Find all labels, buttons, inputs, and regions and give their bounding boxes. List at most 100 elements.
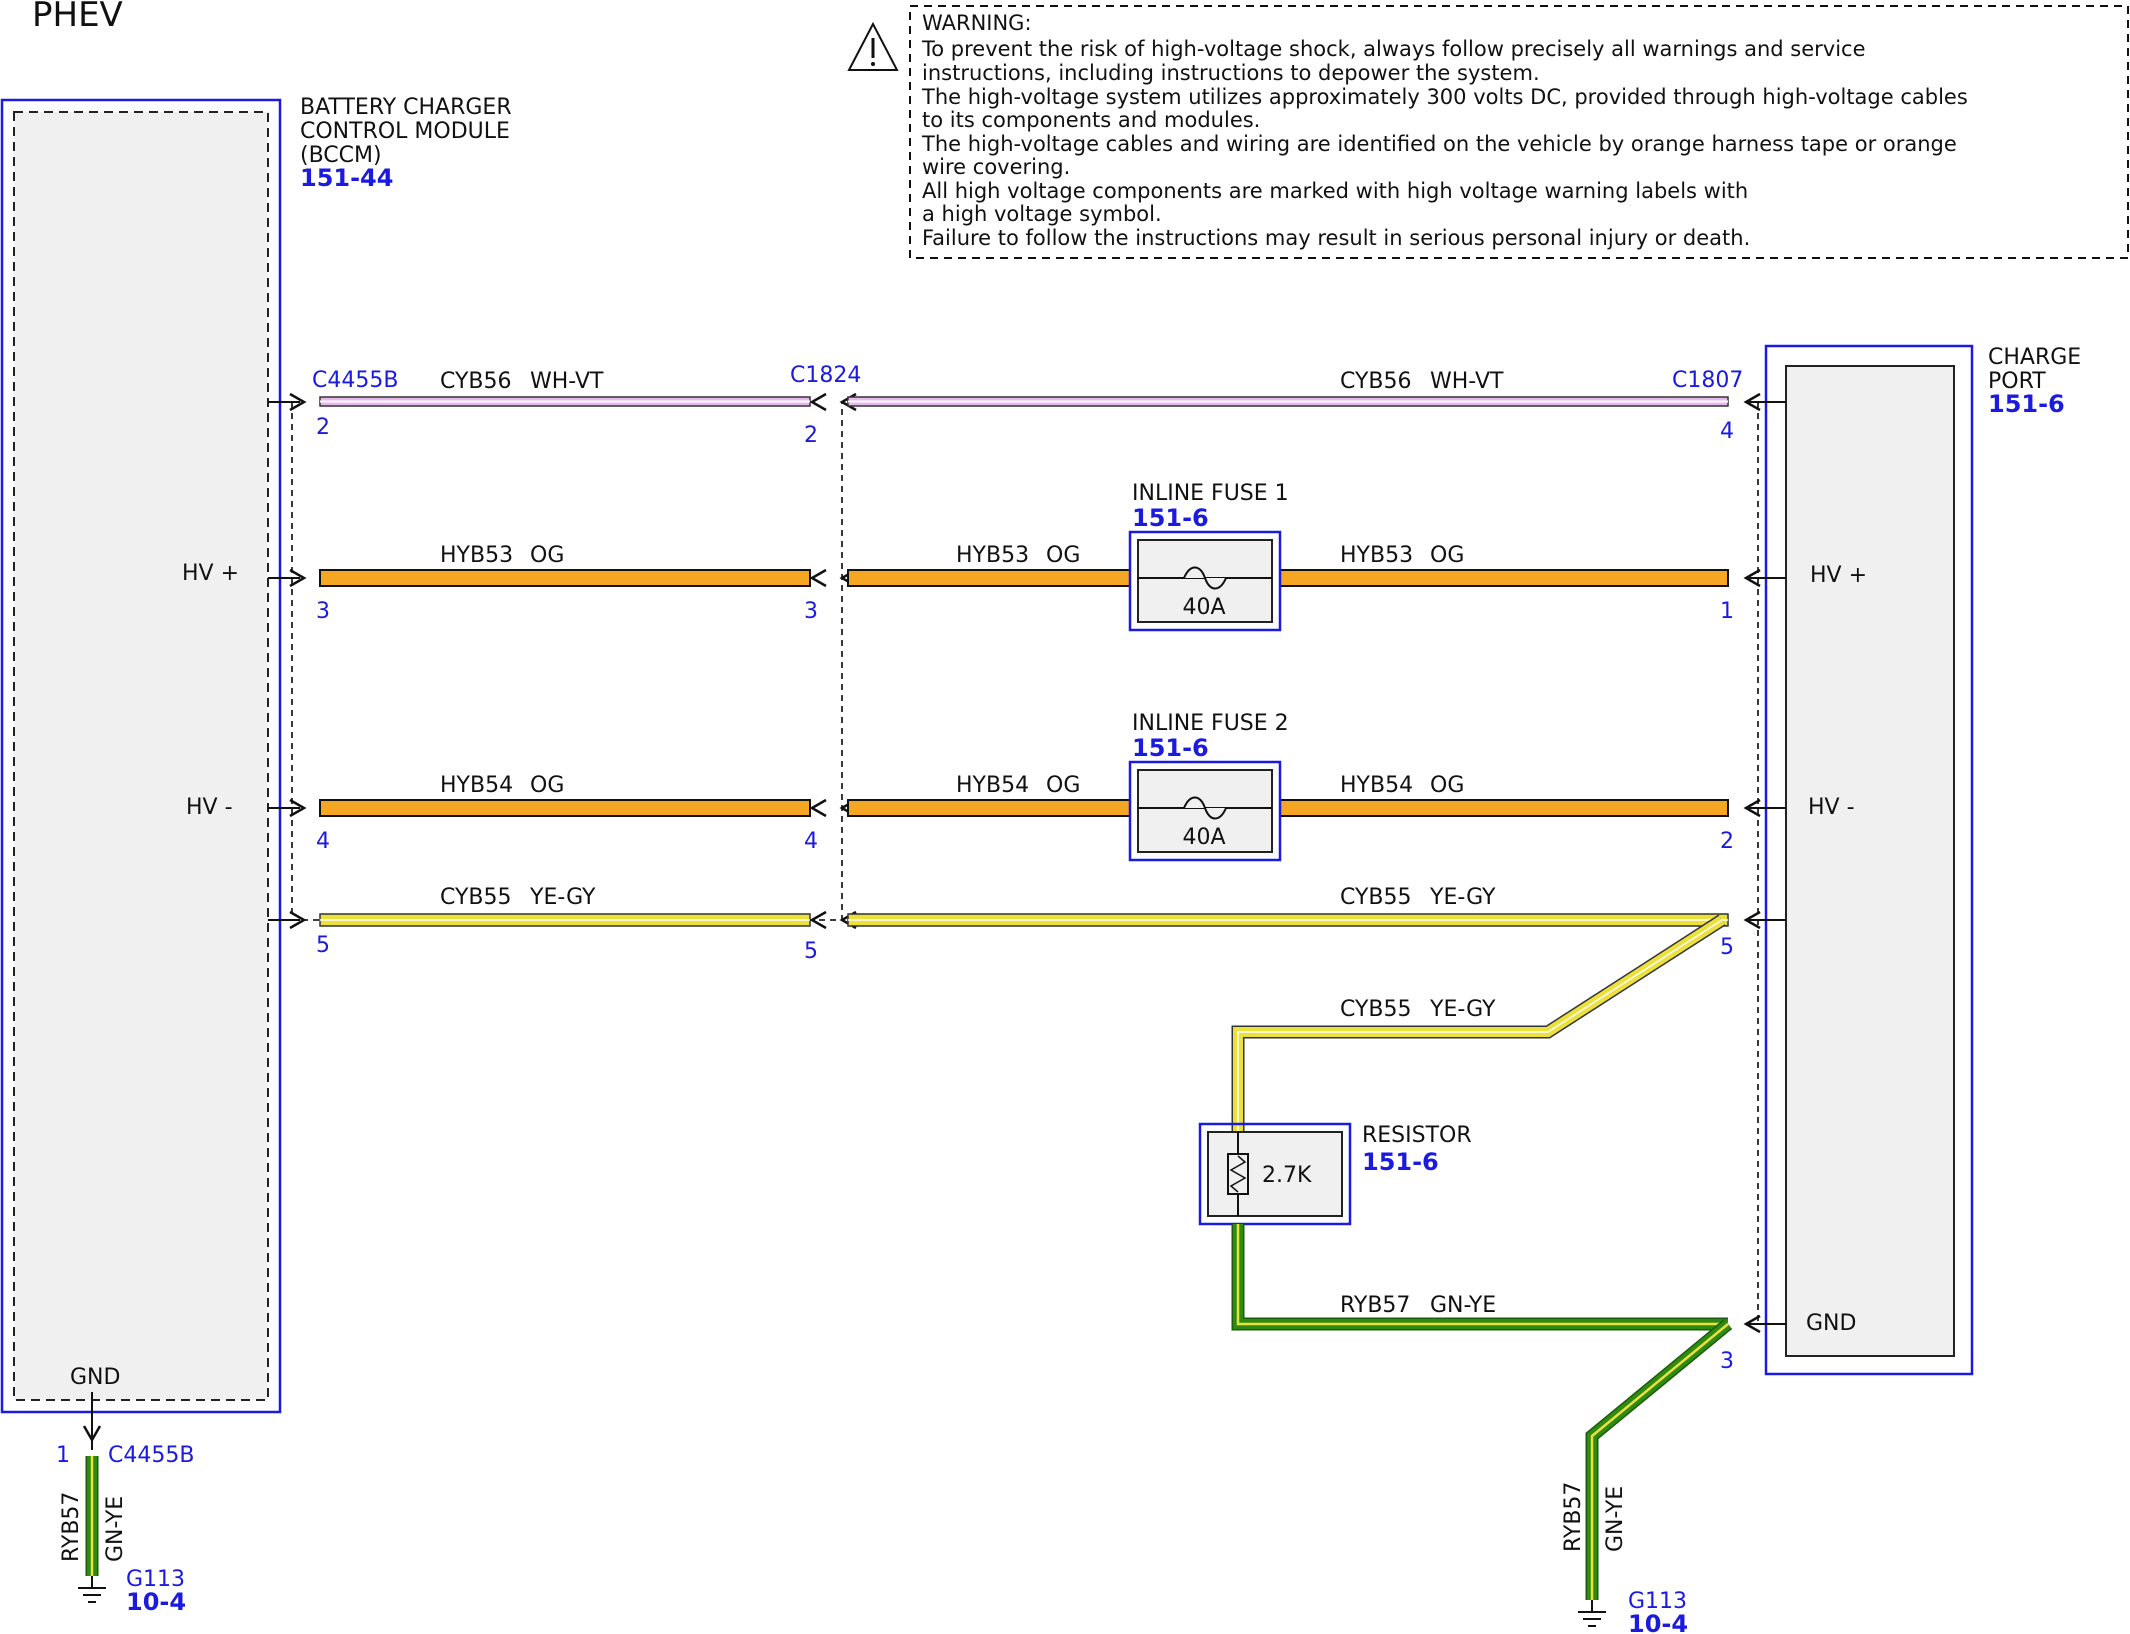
warning-line: To prevent the risk of high-voltage shoc…: [921, 37, 1866, 61]
bccm-name: CONTROL MODULE: [300, 119, 510, 144]
pin-number: 3: [804, 599, 818, 624]
fuse-icon: [1183, 796, 1227, 820]
pin-number: 2: [316, 415, 330, 440]
wire-cyb55: [268, 910, 1786, 1132]
wire-color: YE-GY: [1429, 885, 1496, 910]
bccm-ref: 151-44: [300, 164, 393, 192]
ground-name: G113: [126, 1567, 185, 1592]
fuse-rating: 40A: [1182, 595, 1225, 620]
ground-name: G113: [1628, 1589, 1687, 1614]
fuse-ref: 151-6: [1132, 504, 1209, 532]
bccm-pin-hv-minus: HV -: [186, 795, 233, 820]
warning-line: The high-voltage cables and wiring are i…: [921, 132, 1957, 156]
inline-fuse-1: 40A INLINE FUSE 1 151-6: [1128, 481, 1289, 632]
warning-line: Failure to follow the instructions may r…: [922, 226, 1750, 250]
wire-hyb53: [268, 568, 1786, 588]
ground-icon: [1578, 1600, 1606, 1627]
fuse-name: INLINE FUSE 1: [1132, 481, 1289, 506]
charge-port-pin-gnd: GND: [1806, 1311, 1856, 1336]
pin-number: 2: [1720, 829, 1734, 854]
pin-number: 1: [1720, 599, 1734, 624]
warning-line: a high voltage symbol.: [922, 202, 1162, 226]
pin-number: 4: [804, 829, 818, 854]
pin-number: 4: [316, 829, 330, 854]
inline-fuse-2: 40A INLINE FUSE 2 151-6: [1128, 711, 1289, 862]
wire-hyb54: [268, 798, 1786, 818]
resistor-name: RESISTOR: [1362, 1123, 1472, 1148]
wire-id: CYB56: [440, 369, 512, 394]
wire-id: CYB55: [440, 885, 512, 910]
bccm-name: (BCCM): [300, 143, 382, 168]
wire-id: CYB55: [1340, 885, 1412, 910]
wire-color: GN-YE: [1603, 1486, 1628, 1552]
bccm-module: BATTERY CHARGER CONTROL MODULE (BCCM) 15…: [0, 95, 512, 1414]
wire-color: YE-GY: [1429, 997, 1496, 1022]
wire-id: RYB57: [59, 1492, 84, 1562]
wire-ryb57-charge-port: [1231, 1224, 1786, 1627]
pin-number: 5: [316, 933, 330, 958]
wire-color: OG: [530, 773, 564, 798]
bccm-name: BATTERY CHARGER: [300, 95, 512, 120]
charge-port-name: CHARGE: [1988, 345, 2081, 370]
connector-outlines: [291, 402, 1759, 1326]
charge-port-ref: 151-6: [1988, 390, 2065, 418]
pin-number: 3: [1720, 1349, 1734, 1374]
wire-color: WH-VT: [1430, 369, 1504, 394]
wire-color: YE-GY: [529, 885, 596, 910]
pin-number: 1: [56, 1443, 70, 1468]
wire-id: HYB53: [956, 543, 1029, 568]
connector-c1824: C1824: [790, 363, 861, 388]
wire-id: RYB57: [1561, 1482, 1586, 1552]
fuse-rating: 40A: [1182, 825, 1225, 850]
wire-cyb56: [268, 392, 1786, 412]
wire-color: OG: [1046, 543, 1080, 568]
warning-box: WARNING: To prevent the risk of high-vol…: [847, 5, 2129, 259]
wire-color: WH-VT: [530, 369, 604, 394]
wire-color: OG: [530, 543, 564, 568]
wire-color: GN-YE: [103, 1496, 128, 1562]
bccm-pin-hv-plus: HV +: [182, 561, 239, 586]
pin-number: 2: [804, 423, 818, 448]
fuse-icon: [1183, 566, 1227, 590]
resistor-ref: 151-6: [1362, 1148, 1439, 1176]
ground-ref: 10-4: [1628, 1610, 1688, 1634]
warning-line: wire covering.: [922, 155, 1070, 179]
wire-id: CYB56: [1340, 369, 1412, 394]
warning-line: The high-voltage system utilizes approxi…: [921, 85, 1968, 109]
wire-id: HYB53: [440, 543, 513, 568]
fuse-name: INLINE FUSE 2: [1132, 711, 1289, 736]
bccm-pin-gnd: GND: [70, 1365, 120, 1390]
warning-line: All high voltage components are marked w…: [922, 179, 1748, 203]
pin-number: 5: [804, 939, 818, 964]
wire-ryb57-bccm: [78, 1392, 106, 1603]
wire-color: OG: [1430, 543, 1464, 568]
wire-id: HYB54: [440, 773, 513, 798]
pin-number: 3: [316, 599, 330, 624]
charge-port-pin-hv-minus: HV -: [1808, 795, 1855, 820]
connector-c4455b: C4455B: [312, 368, 398, 393]
ground-ref: 10-4: [126, 1588, 186, 1616]
wire-id: HYB54: [1340, 773, 1413, 798]
wire-color: OG: [1046, 773, 1080, 798]
wire-color: OG: [1430, 773, 1464, 798]
charge-port-module: CHARGE PORT 151-6 HV + HV - GND: [1764, 344, 2081, 1376]
resistor-value: 2.7K: [1262, 1163, 1312, 1188]
wire-id: CYB55: [1340, 997, 1412, 1022]
resistor: 2.7K RESISTOR 151-6: [1198, 1122, 1472, 1226]
connector-c1807: C1807: [1672, 368, 1743, 393]
wire-id: RYB57: [1340, 1293, 1410, 1318]
charge-port-name: PORT: [1988, 369, 2046, 394]
resistor-icon: [1227, 1132, 1249, 1216]
warning-heading: WARNING:: [922, 11, 1032, 35]
connector-c4455b-gnd: C4455B: [108, 1443, 194, 1468]
charge-port-pin-hv-plus: HV +: [1810, 563, 1867, 588]
fuse-ref: 151-6: [1132, 734, 1209, 762]
pin-number: 5: [1720, 935, 1734, 960]
ground-icon: [78, 1576, 106, 1603]
pin-number: 4: [1720, 419, 1734, 444]
wire-id: HYB53: [1340, 543, 1413, 568]
warning-line: instructions, including instructions to …: [922, 61, 1540, 85]
wire-color: GN-YE: [1430, 1293, 1496, 1318]
warning-triangle-icon: [847, 21, 899, 71]
